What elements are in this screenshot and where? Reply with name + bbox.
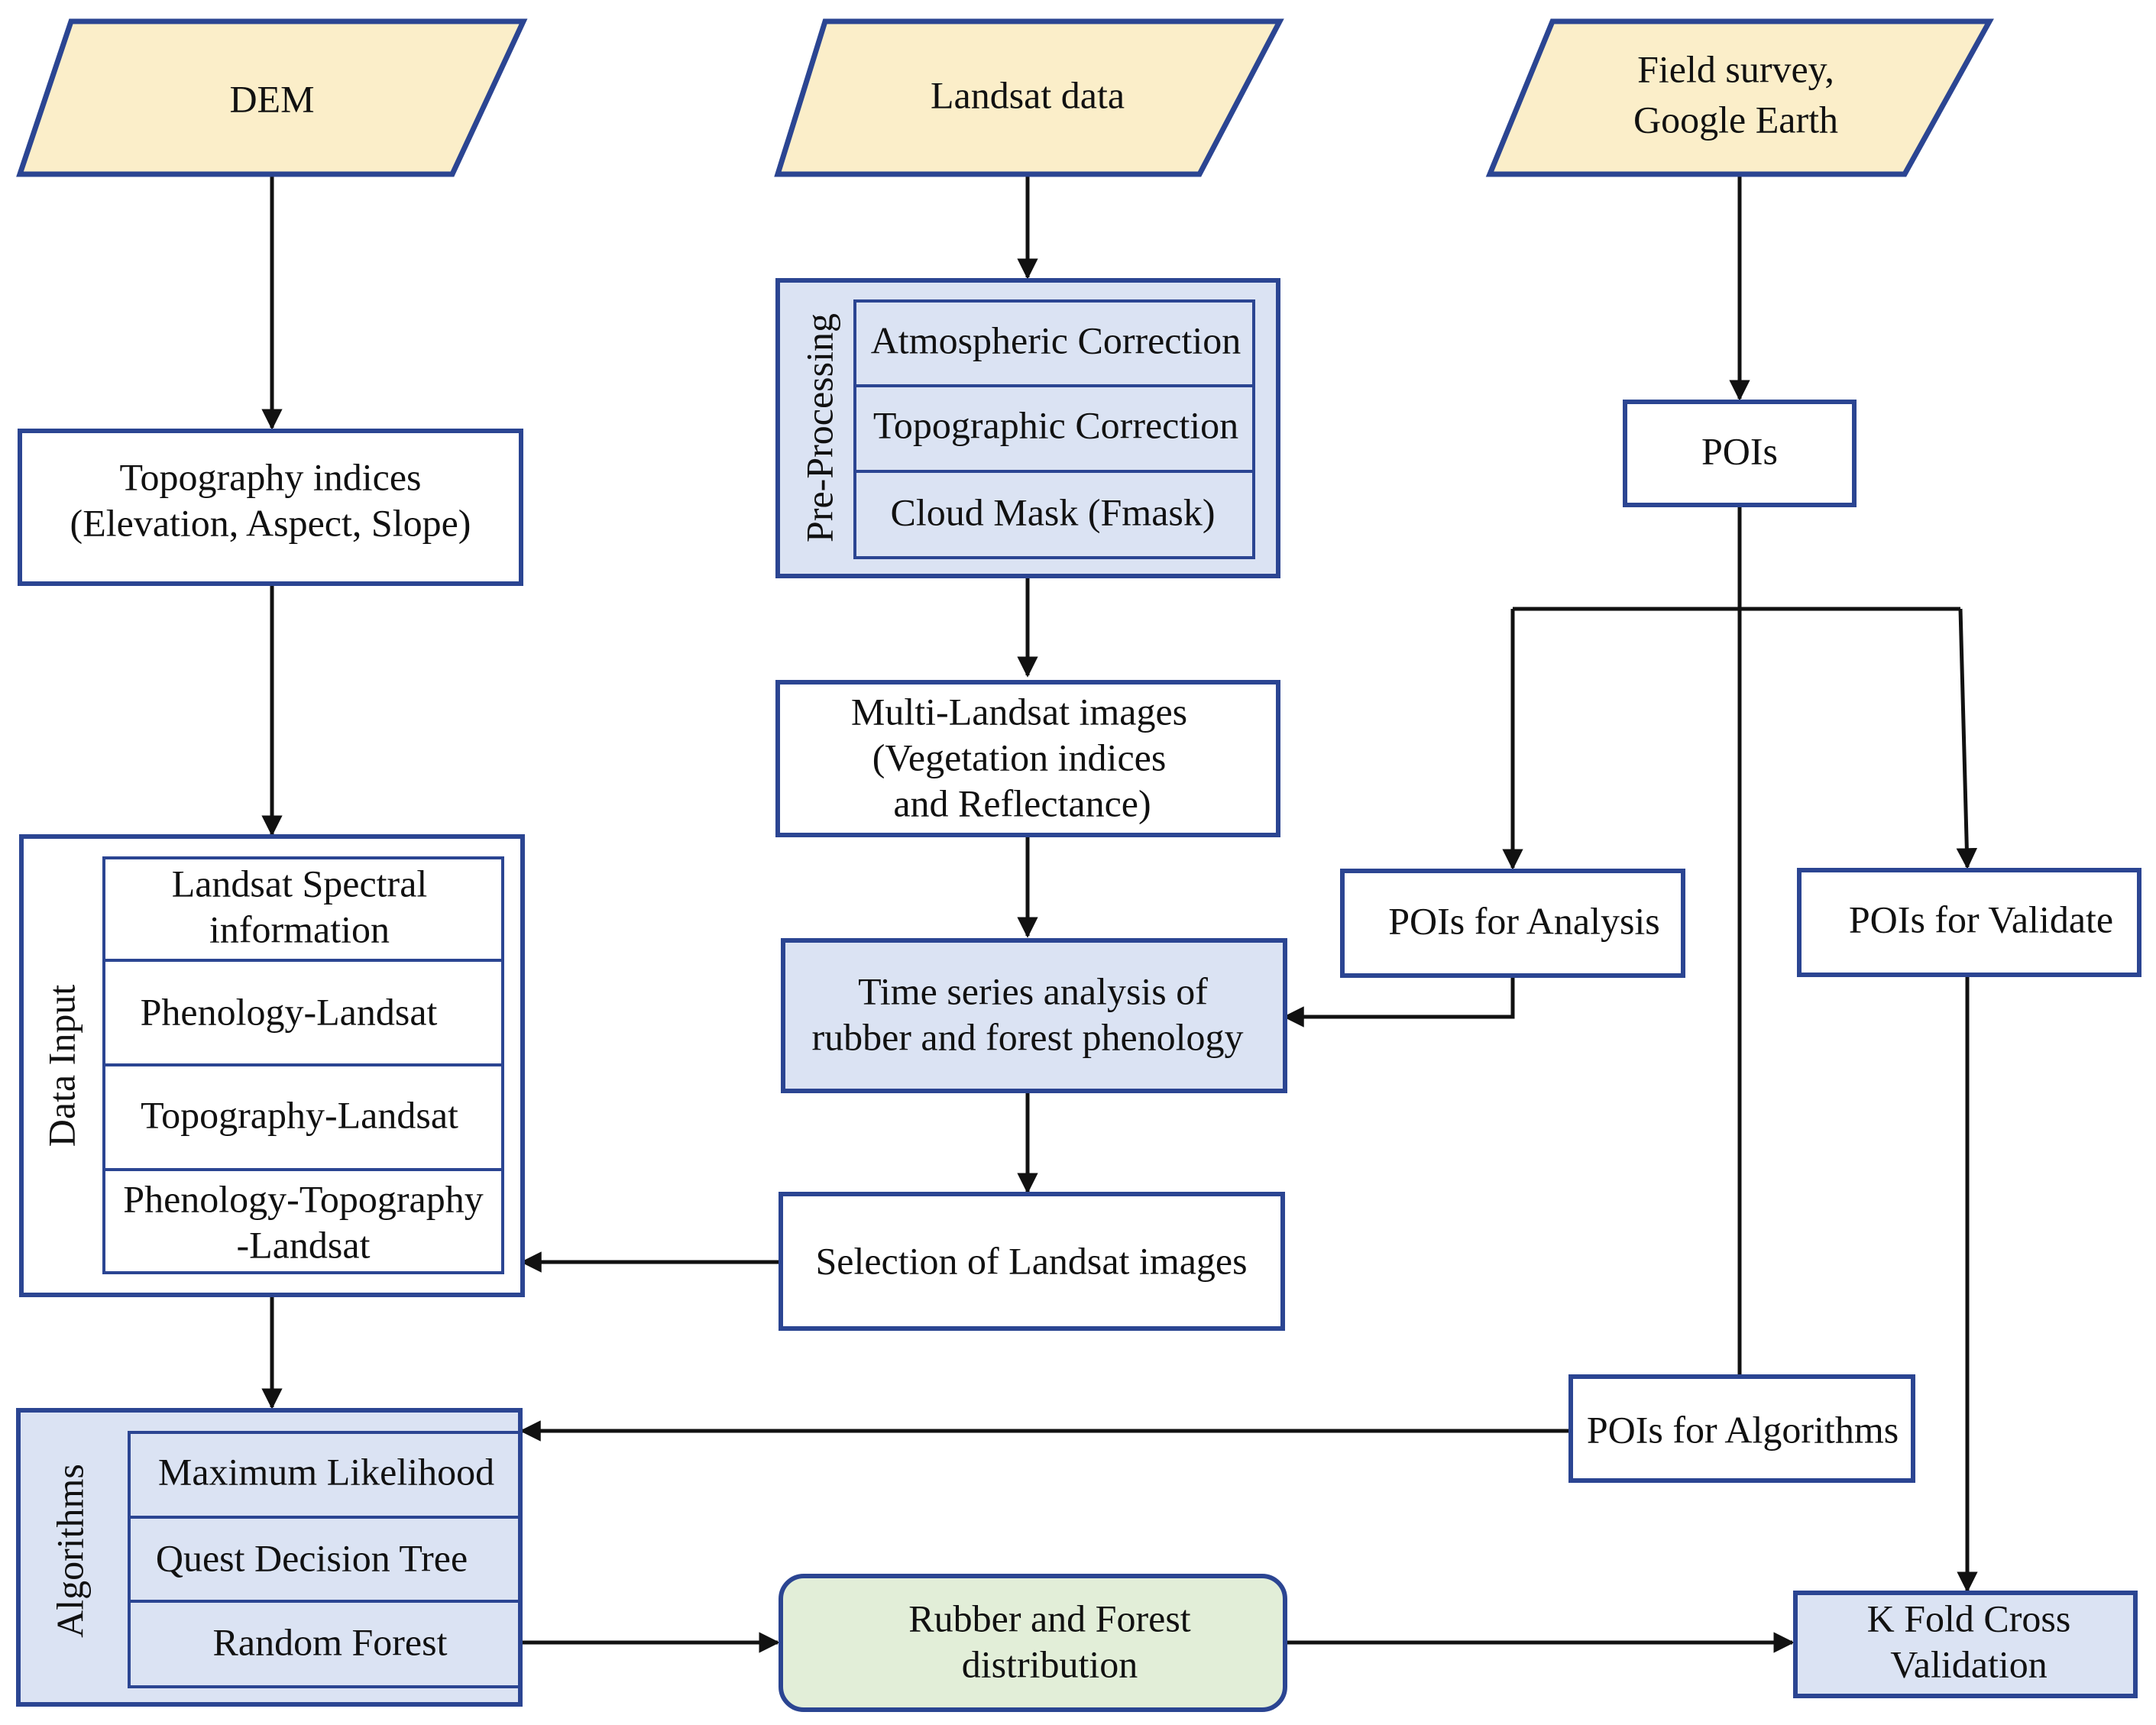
selection-rect [779,1192,1285,1331]
data-input-item-spectral-line2: information [209,908,390,950]
data-input-item-topography: Topography-Landsat [141,1093,458,1136]
output-line1: Rubber and Forest [908,1597,1190,1639]
pois-rect [1623,400,1857,507]
time-series-box: Time series analysis of rubber and fores… [781,938,1287,1093]
validation-box: K Fold Cross Validation [1793,1591,2138,1698]
pois-algorithms-label: POIs for Algorithms [1587,1408,1899,1451]
input-dem-label: DEM [229,77,314,120]
pois-label: POIs [1701,429,1778,472]
data-input-item-phen-topo-line2: -Landsat [237,1223,371,1266]
pois-analysis-rect [1340,869,1685,978]
algorithm-quest-decision-tree: Quest Decision Tree [156,1536,468,1579]
topography-indices-rect [18,429,523,586]
algorithms-group: Algorithms Maximum Likelihood Quest Deci… [16,1408,523,1707]
input-parallelogram-dem [16,18,528,177]
connectors [261,174,1978,1653]
output-line2: distribution [962,1642,1138,1685]
input-field-survey: Field survey, Google Earth [1485,18,1994,177]
output-rect [779,1574,1287,1712]
pois-analysis-box: POIs for Analysis [1340,869,1685,978]
input-landsat-label: Landsat data [931,73,1125,116]
validation-rect [1793,1591,2138,1698]
time-series-rect [781,938,1287,1093]
time-series-line1: Time series analysis of [858,969,1208,1012]
validation-line2: Validation [1890,1642,2048,1685]
pois-analysis-label: POIs for Analysis [1388,899,1660,942]
preprocessing-outer-rect [775,278,1280,578]
arrow-pois-analysis-to-time-series [1283,976,1515,1028]
selection-label: Selection of Landsat images [815,1239,1247,1282]
validation-line1: K Fold Cross [1867,1597,2071,1639]
multi-landsat-box: Multi-Landsat images (Vegetation indices… [775,680,1280,837]
algorithm-random-forest: Random Forest [213,1620,448,1663]
data-input-item-spectral-line1: Landsat Spectral [172,862,428,905]
time-series-line2: rubber and forest phenology [811,1015,1243,1058]
input-parallelogram-field-survey [1485,18,1994,177]
multi-landsat-line3: and Reflectance) [893,782,1151,824]
pois-box: POIs [1623,400,1857,507]
topography-indices-line2: (Elevation, Aspect, Slope) [70,501,471,544]
arrow-split-to-pois-validate [1956,608,1978,869]
preprocessing-group: Pre-Processing Atmospheric Correction To… [775,278,1280,578]
pois-algorithms-rect [1568,1374,1915,1483]
output-box: Rubber and Forest distribution [779,1574,1287,1712]
algorithms-inner-rect [128,1431,522,1688]
pois-validate-rect [1797,868,2141,977]
data-input-group: Data Input Landsat Spectral information … [19,834,525,1297]
selection-box: Selection of Landsat images [779,1192,1285,1331]
preprocessing-inner-rect [853,299,1255,559]
pois-validate-box: POIs for Validate [1797,868,2141,977]
algorithms-outer-rect [16,1408,523,1707]
preprocessing-item-topographic: Topographic Correction [873,403,1238,446]
pois-validate-label: POIs for Validate [1849,898,2113,940]
algorithms-label: Algorithms [48,1464,91,1638]
input-landsat: Landsat data [774,18,1284,177]
topography-indices-line1: Topography indices [119,455,421,498]
input-field-label-line1: Field survey, [1637,47,1834,90]
algorithm-maximum-likelihood: Maximum Likelihood [158,1450,494,1493]
data-input-item-phenology: Phenology-Landsat [141,990,438,1033]
topography-indices-box: Topography indices (Elevation, Aspect, S… [18,429,523,586]
preprocessing-item-atmospheric: Atmospheric Correction [871,319,1241,361]
data-input-label: Data Input [40,985,83,1147]
multi-landsat-rect [775,680,1280,837]
input-field-label-line2: Google Earth [1633,98,1838,141]
pois-algorithms-box: POIs for Algorithms [1568,1374,1915,1483]
multi-landsat-line2: (Vegetation indices [872,736,1167,778]
preprocessing-label: Pre-Processing [798,313,840,542]
data-input-item-phen-topo-line1: Phenology-Topography [123,1177,483,1220]
input-dem: DEM [16,18,528,177]
input-parallelogram-landsat [774,18,1284,177]
preprocessing-item-cloud-mask: Cloud Mask (Fmask) [891,490,1216,533]
multi-landsat-line1: Multi-Landsat images [851,690,1187,733]
